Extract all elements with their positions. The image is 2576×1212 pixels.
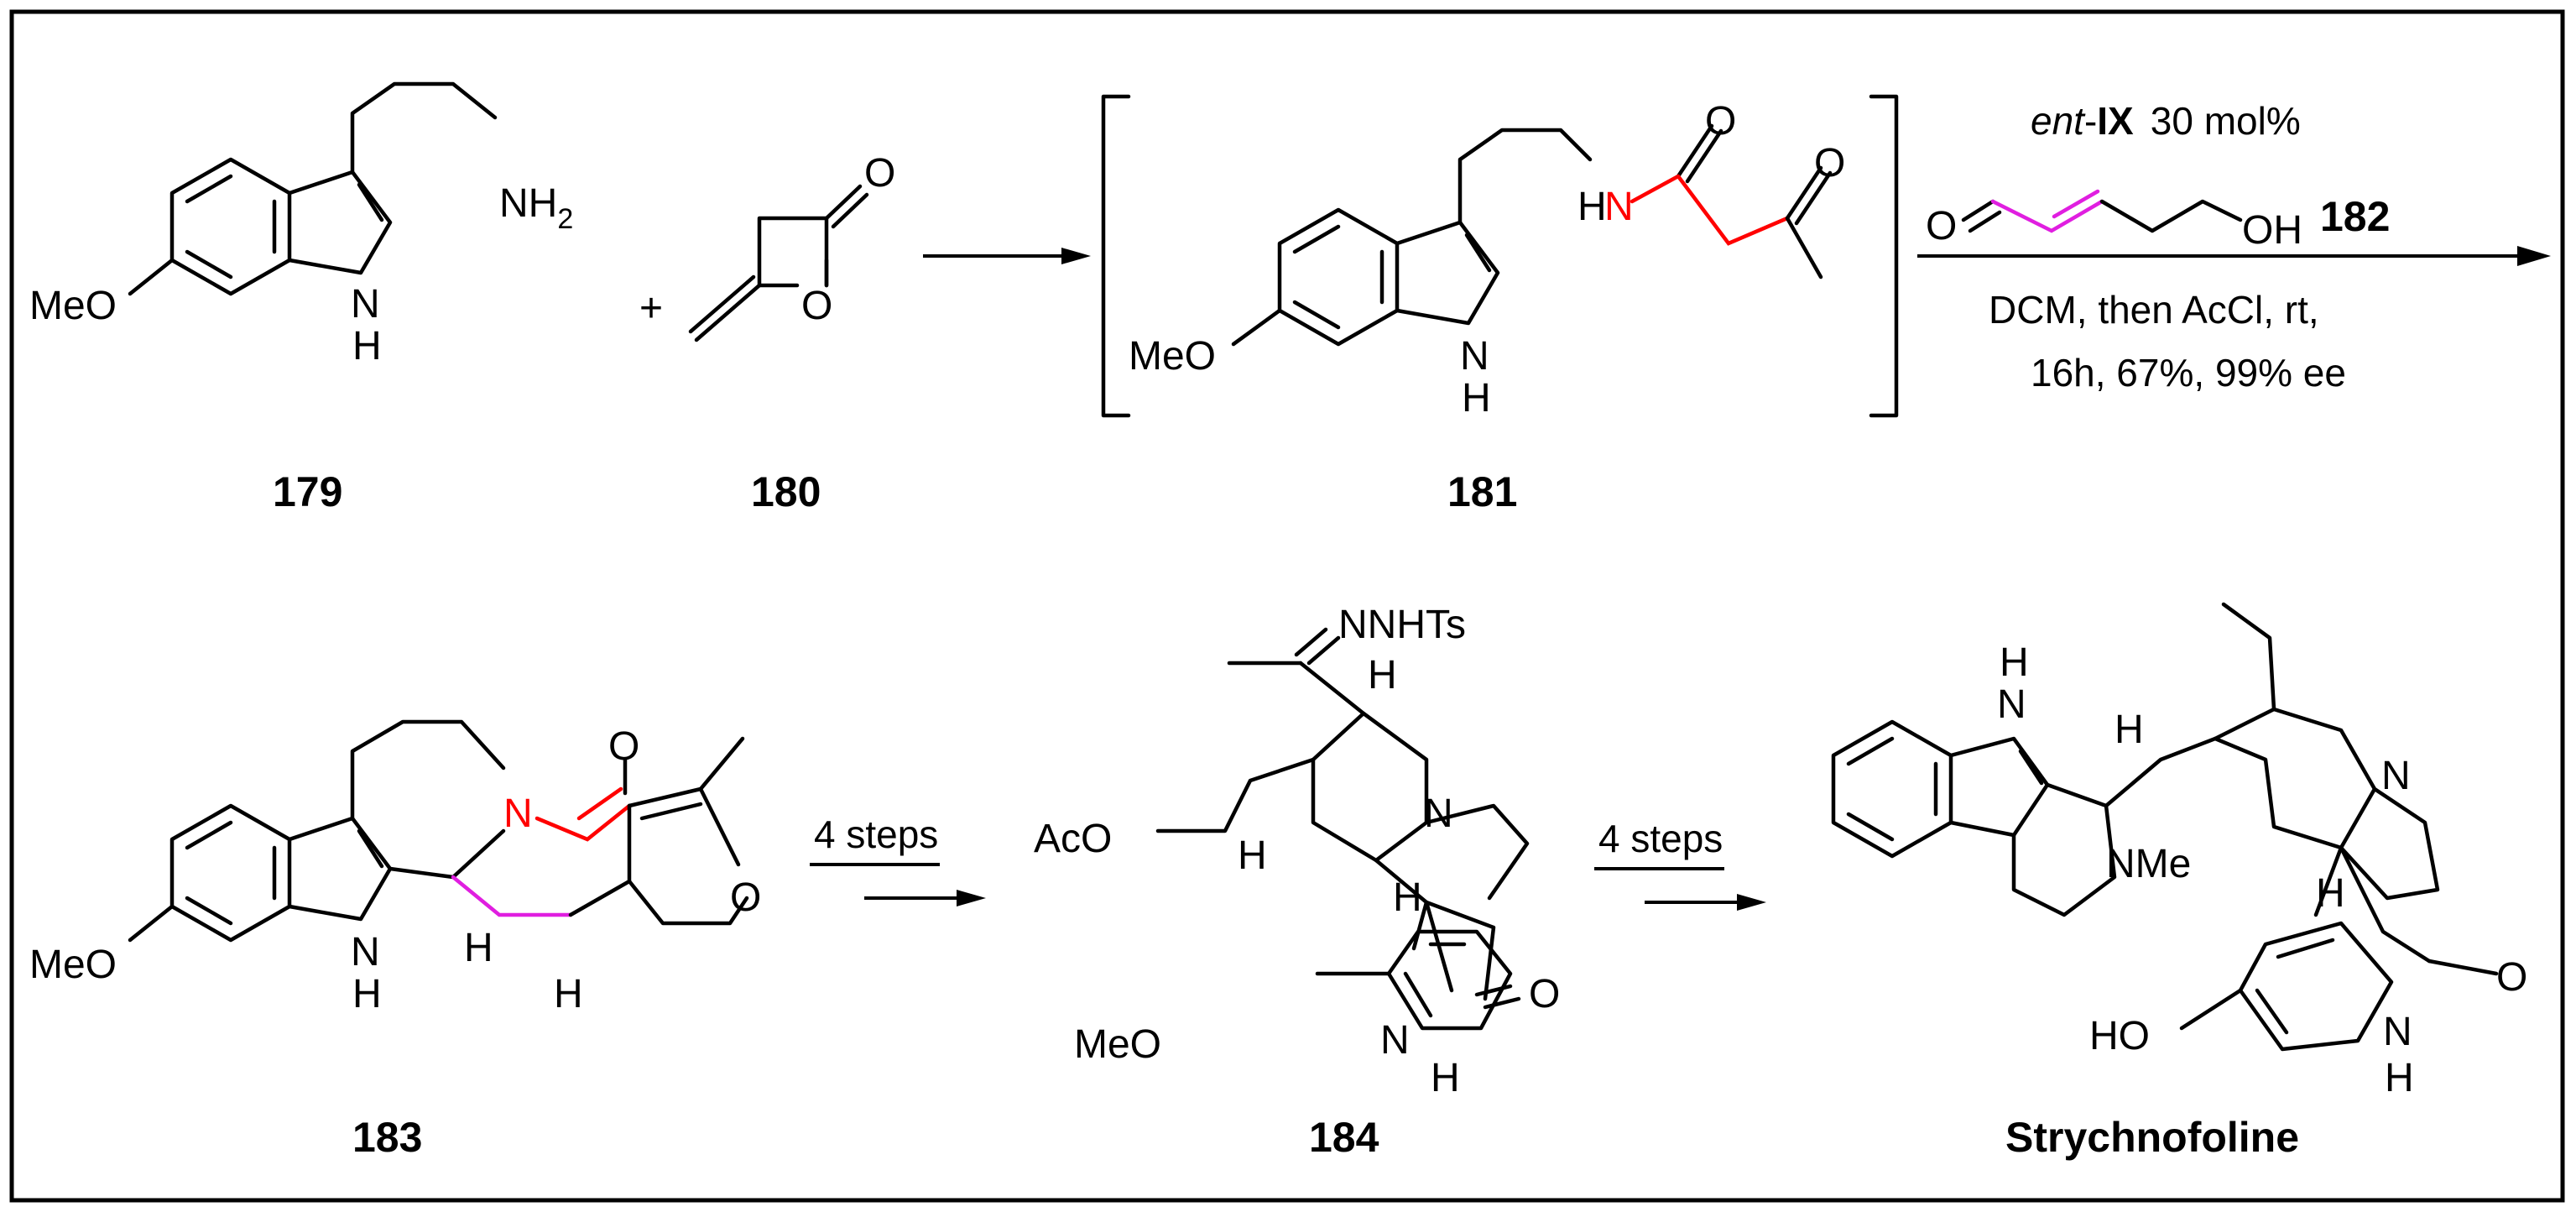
compound-label-181: 181 — [1447, 468, 1517, 515]
methoxy-label: MeO — [29, 284, 117, 328]
step-3-text: 4 steps — [1598, 817, 1723, 860]
methoxy-label: MeO — [1129, 334, 1216, 379]
amine-n-label: N — [1424, 791, 1453, 836]
h2-label: H — [554, 972, 583, 1016]
amine-label: NH2 — [499, 181, 573, 235]
arrow-head-3 — [957, 890, 986, 906]
indole-n-label: N — [1997, 682, 2026, 727]
amide-n-label: N — [1604, 185, 1634, 229]
compound-181: H N O O MeO N H 181 — [1101, 94, 1899, 515]
acetoxy-label: AcO — [1034, 817, 1112, 861]
h-spiro-label: H — [2316, 871, 2345, 916]
indole-n-label: N — [351, 930, 380, 974]
h-top-label: H — [1368, 653, 1397, 697]
ketone-o-label: O — [1814, 141, 1845, 185]
h1-label: H — [464, 926, 493, 970]
h-c1-label: H — [2115, 708, 2144, 752]
oxindole-n-label: N — [2383, 1010, 2412, 1054]
compound-label-strychnofoline: Strychnofoline — [2005, 1114, 2299, 1161]
compound-strychnofoline: N H H NMe N H O N H HO Strychnofoline — [1831, 602, 2527, 1161]
hydrazone-label: NNHTs — [1338, 603, 1466, 647]
oxindole-h-label: H — [2385, 1056, 2414, 1100]
hydroxyl-label: HO — [2089, 1014, 2150, 1058]
compound-183: N O O MeO N H H H 183 — [29, 719, 761, 1161]
arrow-head-1 — [1061, 248, 1091, 264]
compound-label-180: 180 — [751, 468, 821, 515]
lactam-n-label: N — [503, 791, 533, 836]
compound-label-182: 182 — [2320, 193, 2390, 240]
amine-n-label: N — [2381, 754, 2411, 798]
hydroxyl-label: OH — [2242, 208, 2302, 253]
indole-n-label: N — [351, 282, 380, 327]
ring-o-label: O — [730, 875, 761, 920]
carbonyl-o-label: O — [864, 151, 895, 196]
conditions-step-2: 4 steps — [810, 812, 986, 906]
oxindole-h-label: H — [1431, 1056, 1460, 1100]
step-2-text: 4 steps — [814, 812, 938, 856]
oxindole-n-label: N — [1380, 1018, 1410, 1063]
conditions-line-3: 16h, 67%, 99% ee — [2031, 351, 2346, 394]
methoxy-label: MeO — [29, 943, 117, 987]
indole-h-label: H — [352, 324, 382, 368]
arrow-head-2 — [2517, 246, 2551, 266]
ring-o-label: O — [801, 284, 832, 328]
indole-h-label: H — [2000, 640, 2029, 685]
h-spiro-label: H — [1393, 875, 1422, 920]
compound-179: NH2 MeO N H 179 — [29, 81, 573, 515]
conditions-line-2: DCM, then AcCl, rt, — [1989, 288, 2319, 332]
conditions-step-3: 4 steps — [1594, 817, 1766, 911]
compound-label-179: 179 — [273, 468, 342, 515]
h-left-label: H — [1238, 833, 1267, 878]
compound-184: NNHTs AcO N H H H O N H MeO 184 — [1034, 603, 1560, 1161]
lactam-o-label: O — [608, 724, 639, 769]
compound-180: O O 180 — [688, 151, 895, 515]
methoxy-label: MeO — [1074, 1022, 1161, 1067]
scheme-frame — [9, 9, 2565, 1203]
oxindole-o-label: O — [1529, 972, 1560, 1016]
indole-h-label: H — [352, 972, 382, 1016]
compound-label-184: 184 — [1309, 1114, 1379, 1161]
compound-182: O OH 182 — [1926, 189, 2390, 253]
amide-o-label: O — [1705, 99, 1736, 144]
compound-label-183: 183 — [352, 1114, 422, 1161]
indole-h-label: H — [1462, 376, 1491, 421]
nme-label: NMe — [2106, 842, 2191, 886]
arrow-head-4 — [1737, 894, 1766, 911]
aldehyde-o-label: O — [1926, 204, 1957, 248]
plus-sign: + — [639, 286, 663, 331]
oxindole-o-label: O — [2496, 955, 2527, 1000]
indole-n-label: N — [1460, 334, 1489, 379]
amide-h-label: H — [1577, 185, 1607, 229]
